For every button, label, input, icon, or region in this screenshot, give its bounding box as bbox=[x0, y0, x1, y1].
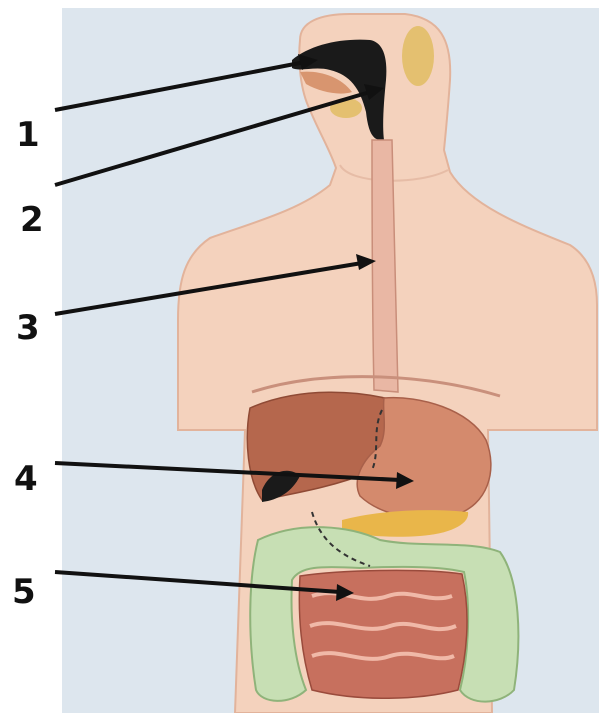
label-1: 1 bbox=[16, 118, 40, 152]
label-2: 2 bbox=[20, 203, 44, 237]
label-3: 3 bbox=[16, 311, 40, 345]
label-5: 5 bbox=[12, 575, 36, 609]
salivary-gland-upper bbox=[402, 26, 434, 86]
label-4: 4 bbox=[14, 462, 38, 496]
